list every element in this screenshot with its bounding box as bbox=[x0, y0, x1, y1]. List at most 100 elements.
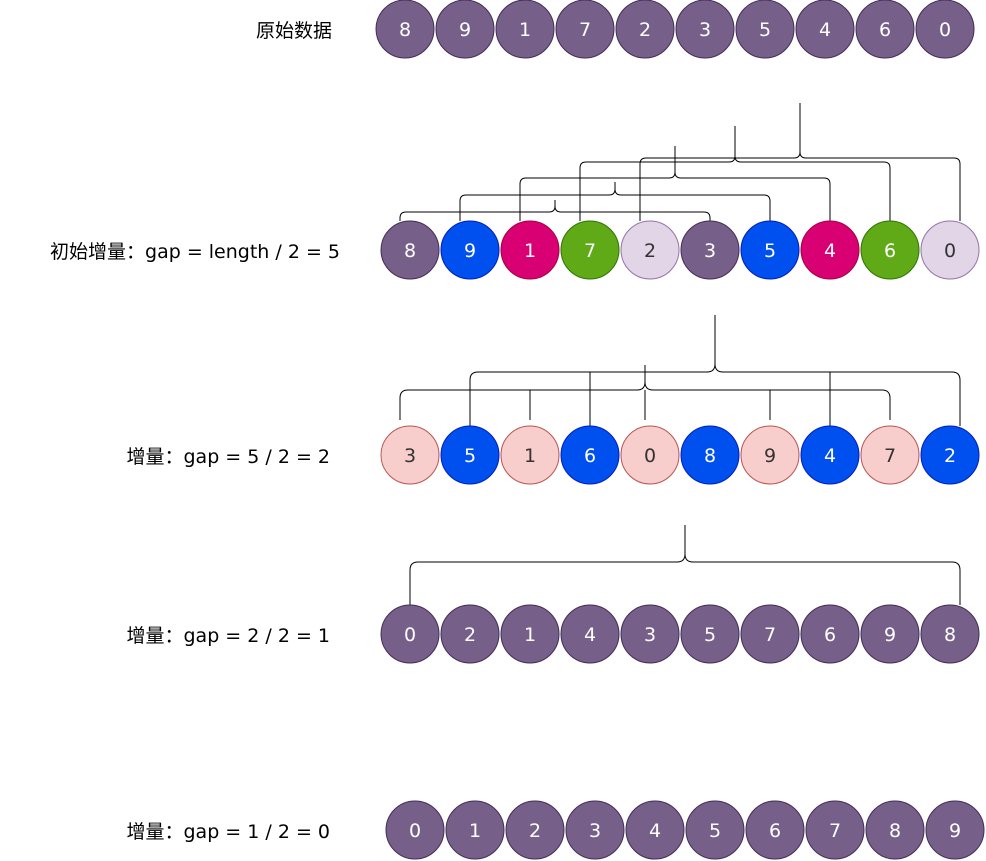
node-circle: 6 bbox=[800, 604, 860, 664]
node-shape bbox=[555, 0, 615, 59]
node-circle: 3 bbox=[380, 425, 440, 485]
node-value: 1 bbox=[524, 624, 536, 646]
node-shape bbox=[795, 0, 855, 59]
node-circle: 5 bbox=[680, 604, 740, 664]
node-circle: 4 bbox=[795, 0, 855, 59]
node-value: 7 bbox=[764, 624, 776, 646]
node-value: 2 bbox=[944, 445, 956, 467]
node-circle: 6 bbox=[855, 0, 915, 59]
brace-group-all bbox=[409, 525, 961, 605]
node-value: 5 bbox=[704, 624, 716, 646]
node-value: 5 bbox=[709, 820, 721, 842]
brace-group-even bbox=[399, 365, 891, 420]
node-shape bbox=[680, 425, 740, 485]
node-value: 0 bbox=[644, 445, 656, 467]
node-value: 0 bbox=[944, 240, 956, 262]
node-value: 8 bbox=[889, 820, 901, 842]
node-shape bbox=[685, 800, 745, 860]
node-shape bbox=[565, 800, 625, 860]
node-shape bbox=[620, 604, 680, 664]
node-shape bbox=[745, 800, 805, 860]
node-circle: 6 bbox=[860, 220, 920, 280]
node-circle: 2 bbox=[620, 220, 680, 280]
node-shape bbox=[805, 800, 865, 860]
node-value: 2 bbox=[464, 624, 476, 646]
node-circle: 2 bbox=[440, 604, 500, 664]
node-shape bbox=[505, 800, 565, 860]
node-circle: 9 bbox=[435, 0, 495, 59]
node-shape bbox=[440, 425, 500, 485]
node-value: 3 bbox=[589, 820, 601, 842]
node-value: 4 bbox=[584, 624, 596, 646]
node-circle: 2 bbox=[615, 0, 675, 59]
node-circle: 7 bbox=[805, 800, 865, 860]
node-value: 9 bbox=[464, 240, 476, 262]
node-circle: 4 bbox=[800, 425, 860, 485]
node-circle: 5 bbox=[440, 425, 500, 485]
node-value: 6 bbox=[584, 445, 596, 467]
node-value: 6 bbox=[824, 624, 836, 646]
node-shape bbox=[680, 220, 740, 280]
node-shape bbox=[620, 220, 680, 280]
node-shape bbox=[800, 425, 860, 485]
node-circle: 5 bbox=[735, 0, 795, 59]
node-circle: 9 bbox=[740, 425, 800, 485]
node-circle: 4 bbox=[800, 220, 860, 280]
node-value: 1 bbox=[524, 240, 536, 262]
node-shape bbox=[865, 800, 925, 860]
node-circle: 3 bbox=[620, 604, 680, 664]
node-circle: 4 bbox=[625, 800, 685, 860]
node-circle: 7 bbox=[740, 604, 800, 664]
node-circle: 6 bbox=[745, 800, 805, 860]
group-connectors bbox=[399, 103, 961, 605]
node-circle: 3 bbox=[675, 0, 735, 59]
node-circle: 8 bbox=[865, 800, 925, 860]
node-value: 9 bbox=[459, 19, 471, 41]
node-value: 3 bbox=[644, 624, 656, 646]
node-value: 9 bbox=[884, 624, 896, 646]
node-value: 2 bbox=[644, 240, 656, 262]
node-circle: 7 bbox=[555, 0, 615, 59]
node-shape bbox=[860, 425, 920, 485]
node-value: 1 bbox=[524, 445, 536, 467]
node-shape bbox=[445, 800, 505, 860]
row-label-4: 增量：gap = 1 / 2 = 0 bbox=[126, 821, 330, 843]
brace-pair-2 bbox=[459, 182, 771, 221]
node-shape bbox=[435, 0, 495, 59]
node-circle: 8 bbox=[380, 220, 440, 280]
node-value: 6 bbox=[879, 19, 891, 41]
node-shape bbox=[860, 604, 920, 664]
node-shape bbox=[500, 220, 560, 280]
brace-group-odd bbox=[469, 315, 961, 426]
node-circle: 3 bbox=[565, 800, 625, 860]
brace-pair-1 bbox=[399, 200, 711, 221]
node-shape bbox=[740, 220, 800, 280]
node-shape bbox=[925, 800, 985, 860]
node-value: 4 bbox=[824, 240, 836, 262]
node-circle: 7 bbox=[560, 220, 620, 280]
node-value: 1 bbox=[469, 820, 481, 842]
node-circle: 3 bbox=[680, 220, 740, 280]
node-circle: 9 bbox=[440, 220, 500, 280]
node-value: 8 bbox=[399, 19, 411, 41]
row-label-2: 增量：gap = 5 / 2 = 2 bbox=[126, 446, 330, 468]
row-label-0: 原始数据 bbox=[256, 20, 332, 42]
node-shape bbox=[380, 604, 440, 664]
node-value: 9 bbox=[764, 445, 776, 467]
node-circle: 0 bbox=[380, 604, 440, 664]
node-value: 5 bbox=[759, 19, 771, 41]
node-circle: 1 bbox=[500, 425, 560, 485]
node-value: 4 bbox=[649, 820, 661, 842]
node-shape bbox=[740, 425, 800, 485]
node-value: 4 bbox=[824, 445, 836, 467]
node-value: 2 bbox=[639, 19, 651, 41]
node-circle: 9 bbox=[925, 800, 985, 860]
node-shape bbox=[500, 604, 560, 664]
